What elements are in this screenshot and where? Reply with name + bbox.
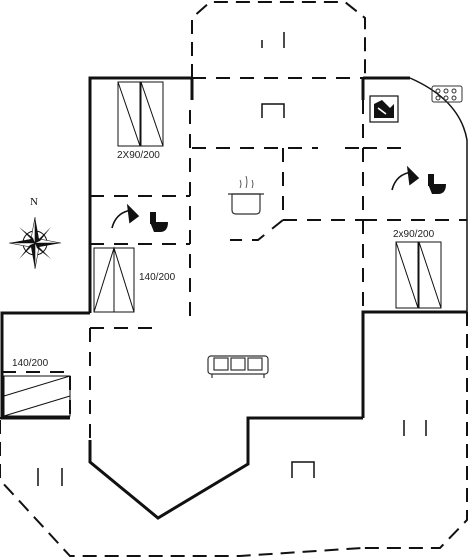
bedroom-bottom-left-label: 140/200 [12, 358, 49, 369]
doors [37, 32, 427, 486]
shower-icon [111, 203, 140, 229]
compass-north-letter: N [30, 196, 38, 208]
washing-machine-icon [369, 95, 399, 123]
curved-wall [409, 77, 468, 312]
toilet-icon [428, 174, 446, 194]
bedroom-left-mid-label: 140/200 [139, 272, 176, 283]
shower-icon [391, 165, 420, 191]
toilet-icon [150, 212, 168, 232]
sofa-icon [207, 355, 269, 378]
compass-rose-icon [8, 216, 62, 270]
bed-icon [3, 81, 442, 417]
cooking-pot-icon [228, 175, 264, 215]
bedroom-top-left-label: 2X90/200 [117, 150, 160, 161]
stove-hob-icon [431, 85, 463, 103]
exterior-walls [0, 76, 467, 520]
bedroom-right-label: 2x90/200 [393, 229, 435, 240]
interior-walls [2, 77, 467, 440]
